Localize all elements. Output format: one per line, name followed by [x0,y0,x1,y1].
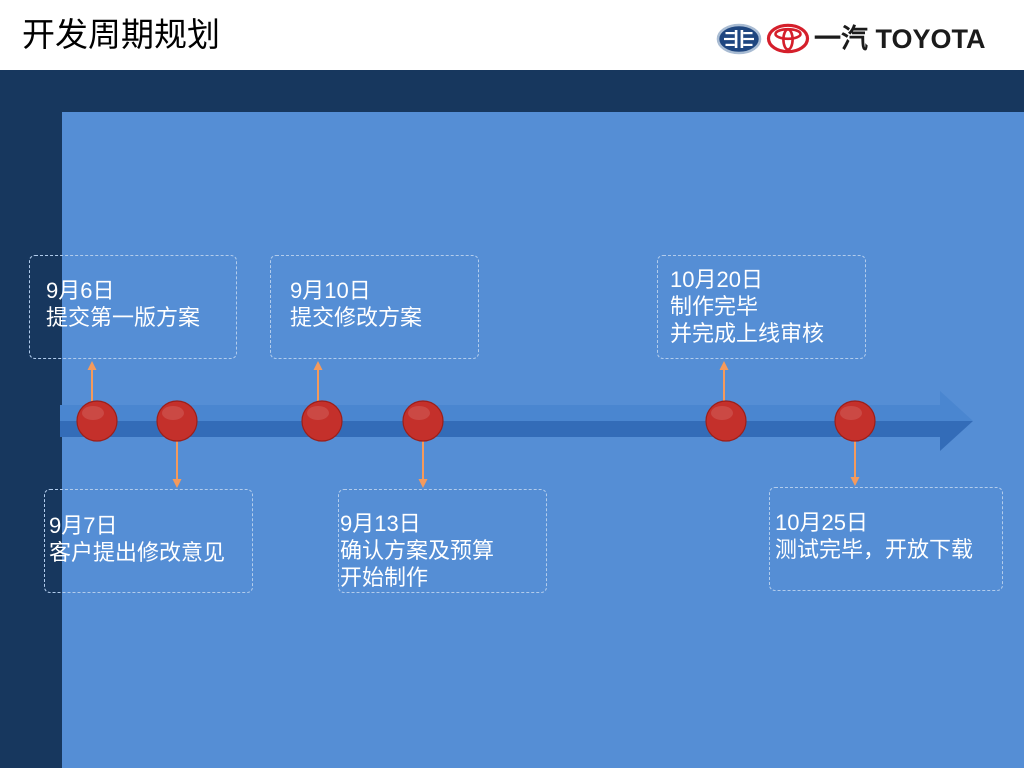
faw-emblem-stroke [725,43,735,46]
milestone-date: 9月7日 [49,512,118,538]
milestone-box: 10月25日 测试完毕，开放下载 [769,487,1003,591]
milestone-date: 9月6日 [46,277,115,303]
faw-emblem-stroke [734,30,738,48]
timeline-node [301,400,343,442]
timeline-node [76,400,118,442]
milestone-date: 10月20日 [670,266,763,292]
timeline-node-highlight [711,406,733,420]
timeline-node-highlight [162,406,184,420]
timeline-node-highlight [82,406,104,420]
connector-arrow-down [850,441,860,486]
connector-arrowhead [87,361,97,370]
toyota-logo-graphic [766,23,810,54]
timeline-connectors [87,361,860,488]
slide-header: 开发周期规划 [0,0,1024,70]
milestone-description: 确认方案及预算 [340,537,495,563]
milestone-date: 10月25日 [775,509,868,535]
milestone-box: 9月7日 客户提出修改意见 [44,489,253,593]
milestone-description: 提交修改方案 [290,304,423,330]
faw-logo-emblem [724,30,754,48]
faw-emblem-stroke [740,30,744,48]
milestone-date: 9月10日 [290,277,371,303]
toyota-outer-ring [766,23,810,54]
connector-arrow-up [313,361,323,401]
brand-wordmark: 一汽 TOYOTA [814,24,986,54]
connector-arrowhead [719,361,729,370]
milestone-date: 9月13日 [340,510,421,536]
timeline-node [834,400,876,442]
connector-arrowhead [172,479,182,488]
timeline-arrowhead-lower [940,421,973,451]
milestone-box: 10月20日 制作完毕 并完成上线审核 [657,255,866,359]
toyota-vertical-ring [782,28,794,51]
connector-arrow-up [87,361,97,401]
milestone-description: 制作完毕 [670,293,759,319]
connector-arrow-down [172,441,182,488]
connector-arrowhead [313,361,323,370]
faw-emblem-stroke [725,32,735,35]
timeline-node-highlight [408,406,430,420]
timeline-node [156,400,198,442]
timeline-node-highlight [307,406,329,420]
milestone-description: 提交第一版方案 [46,304,201,330]
content-panel [62,112,1024,768]
timeline-node [402,400,444,442]
brand-logo: 一汽 TOYOTA [716,20,1006,58]
milestone-description: 并完成上线审核 [670,320,825,346]
timeline-nodes [76,400,876,442]
connector-arrow-up [719,361,729,401]
connector-arrowhead [850,477,860,486]
timeline-node-highlight [840,406,862,420]
milestone-description: 测试完毕，开放下载 [775,536,974,562]
faw-logo-icon [716,23,762,55]
slide-title: 开发周期规划 [22,16,220,53]
milestone-box: 9月6日 提交第一版方案 [29,255,237,359]
timeline-arrowhead-upper [940,391,973,421]
connector-arrow-down [418,441,428,488]
faw-emblem-stroke [743,32,753,35]
faw-emblem-stroke [743,37,754,41]
milestone-description: 开始制作 [340,564,429,590]
toyota-logo-icon [766,23,810,54]
faw-emblem-stroke [724,37,735,41]
milestone-box: 9月10日 提交修改方案 [270,255,479,359]
faw-logo-graphic [716,23,762,55]
connector-arrowhead [418,479,428,488]
milestone-box: 9月13日 确认方案及预算 开始制作 [338,489,547,593]
faw-emblem-stroke [743,43,753,46]
milestone-description: 客户提出修改意见 [49,539,226,565]
timeline-node [705,400,747,442]
